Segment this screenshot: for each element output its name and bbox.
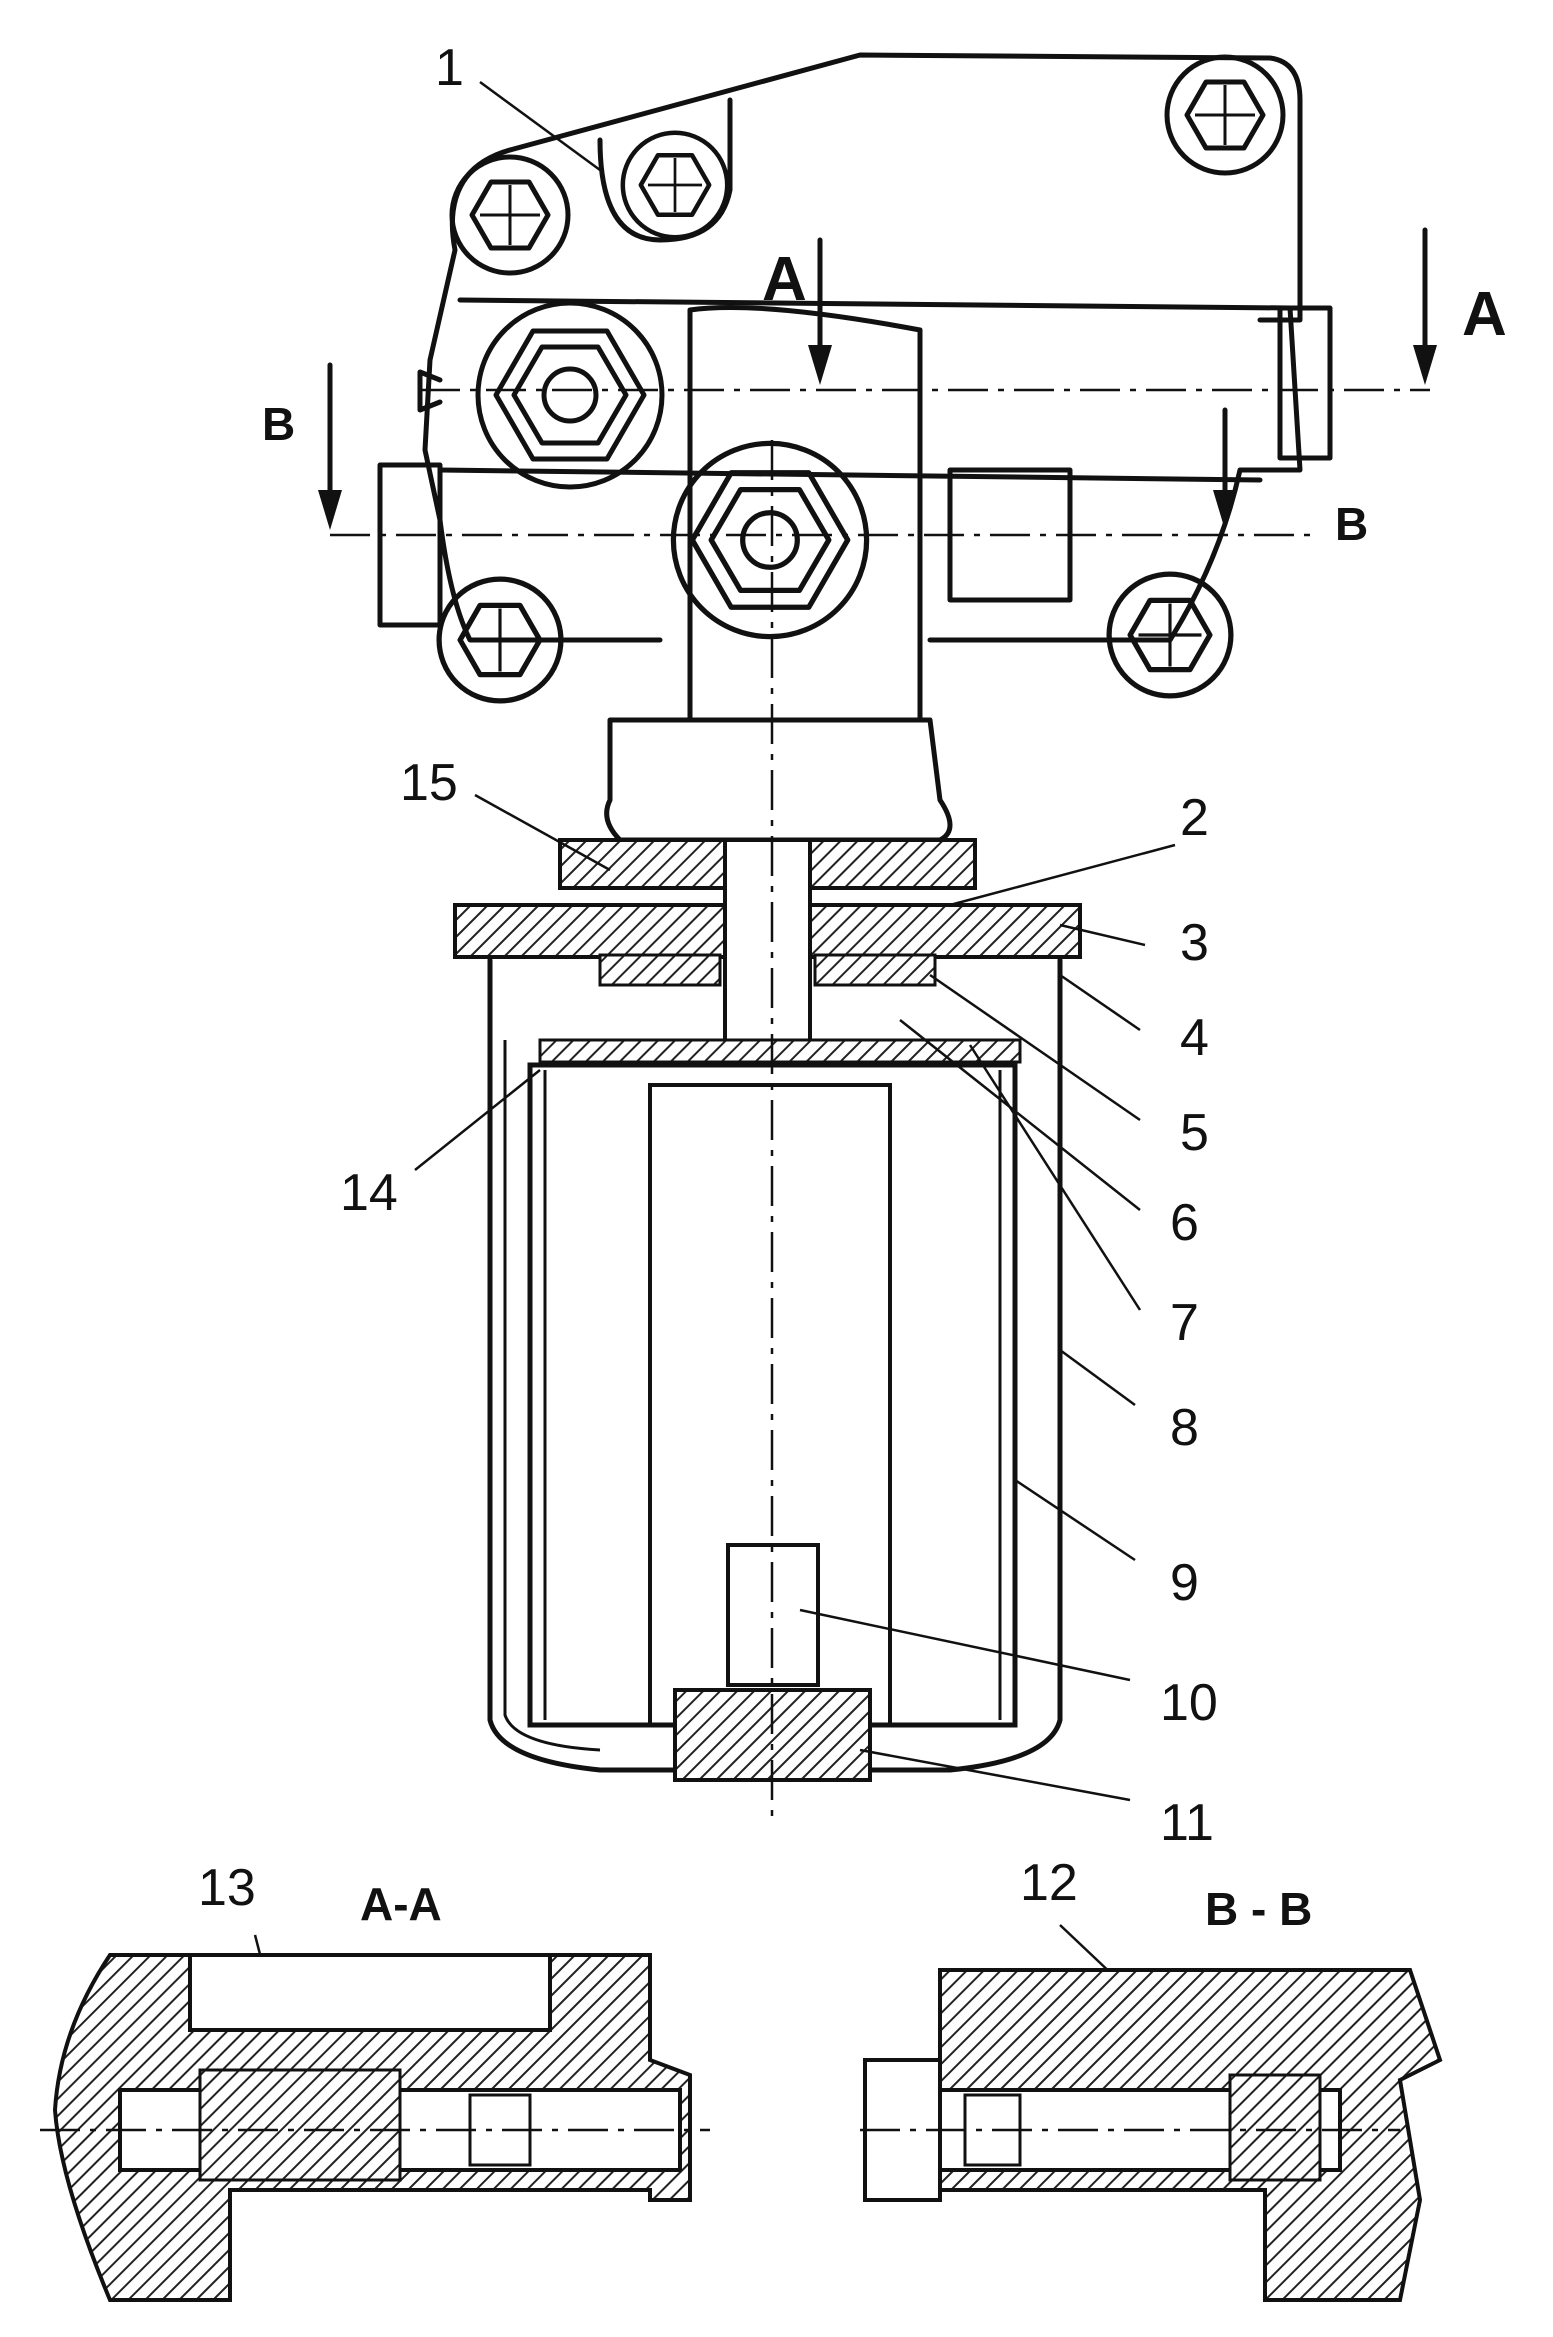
callout-1: 1 <box>435 39 464 97</box>
filter-bowl-inner <box>503 1040 601 1752</box>
arrow-b-right-head <box>1213 490 1237 530</box>
callout-8: 8 <box>1170 1399 1199 1457</box>
pump-housing <box>377 52 1333 843</box>
section-bb <box>860 1968 1443 2302</box>
arrow-a-left-head <box>808 345 832 385</box>
arrow-a-right-head <box>1413 345 1437 385</box>
section-title-aa: A-A <box>360 1878 442 1930</box>
callout-12: 12 <box>1020 1854 1078 1912</box>
hex-bolt-top-right <box>1167 57 1283 173</box>
callout-3: 3 <box>1180 914 1209 972</box>
callout-13: 13 <box>198 1859 256 1917</box>
leader-lines <box>253 80 1246 2101</box>
seal-ring-right <box>813 953 937 987</box>
callout-9: 9 <box>1170 1554 1199 1612</box>
banjo-nut-center <box>673 443 866 636</box>
upper-plate <box>538 1038 1022 1064</box>
hex-bolt-top-left <box>452 157 568 273</box>
section-aa <box>40 1953 710 2302</box>
central-tube <box>723 838 812 1067</box>
hex-bolt-bottom-right <box>1109 574 1231 696</box>
marker-a-left: A <box>762 245 807 314</box>
arrow-b-left-head <box>318 490 342 530</box>
marker-b-left: B <box>262 398 295 450</box>
hex-bolt-top-middle <box>623 133 727 237</box>
section-aa-pocket <box>188 1953 552 2032</box>
callout-15: 15 <box>400 754 458 812</box>
marker-a-right: A <box>1462 280 1507 349</box>
seal-ring-left <box>598 953 722 987</box>
callout-2: 2 <box>1180 789 1209 847</box>
filter-assembly <box>453 440 1082 1820</box>
callout-14: 14 <box>340 1164 398 1222</box>
callout-7: 7 <box>1170 1294 1199 1352</box>
callout-6: 6 <box>1170 1194 1199 1252</box>
banjo-nut-left <box>478 303 662 487</box>
section-aa-valve-body <box>198 2068 402 2182</box>
marker-b-right: B <box>1335 498 1368 550</box>
callout-10: 10 <box>1160 1674 1218 1732</box>
callout-4: 4 <box>1180 1009 1209 1067</box>
callout-5: 5 <box>1180 1104 1209 1162</box>
section-title-bb: B - B <box>1205 1883 1312 1935</box>
section-bb-valve-body <box>1228 2073 1322 2182</box>
callout-11: 11 <box>1160 1794 1214 1852</box>
